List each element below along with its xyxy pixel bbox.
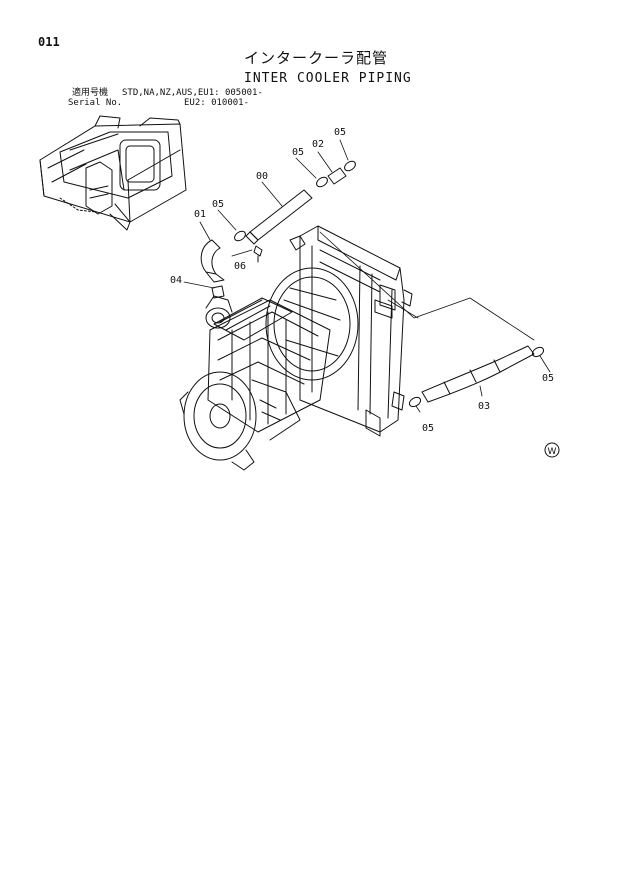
page-number: 011 xyxy=(38,35,60,49)
callout-05-upper: 05 xyxy=(292,147,305,158)
callout-03: 03 xyxy=(478,401,491,412)
callout-05-left: 05 xyxy=(212,199,225,210)
applicable-models-label: 適用号機 xyxy=(72,88,109,98)
leader-lines xyxy=(183,139,551,413)
callout-04: 04 xyxy=(170,275,183,286)
machine-overview-thumbnail xyxy=(39,115,187,231)
title-english: INTER COOLER PIPING xyxy=(244,71,412,86)
applicable-models-value: STD,NA,NZ,AUS,EU1: 005001- xyxy=(122,88,263,98)
logo-mark: W xyxy=(544,442,560,458)
serial-value: EU2: 010001- xyxy=(184,98,250,108)
callout-05-top: 05 xyxy=(334,127,347,138)
serial-label: Serial No. xyxy=(68,98,123,108)
bolt-06 xyxy=(253,245,263,263)
callout-05-right: 05 xyxy=(542,373,555,384)
callout-02: 02 xyxy=(312,139,325,150)
callout-00: 00 xyxy=(256,171,269,182)
engine-assembly xyxy=(179,239,359,471)
pipe-02 xyxy=(327,167,347,185)
callout-05-bottom: 05 xyxy=(422,423,435,434)
svg-text:W: W xyxy=(548,447,557,457)
callout-01: 01 xyxy=(194,209,207,220)
callout-06: 06 xyxy=(234,261,247,272)
hose-00 xyxy=(245,189,313,245)
title-japanese: インタークーラ配管 xyxy=(244,49,389,67)
hose-03 xyxy=(421,345,535,403)
radiator-intercooler xyxy=(289,225,413,437)
